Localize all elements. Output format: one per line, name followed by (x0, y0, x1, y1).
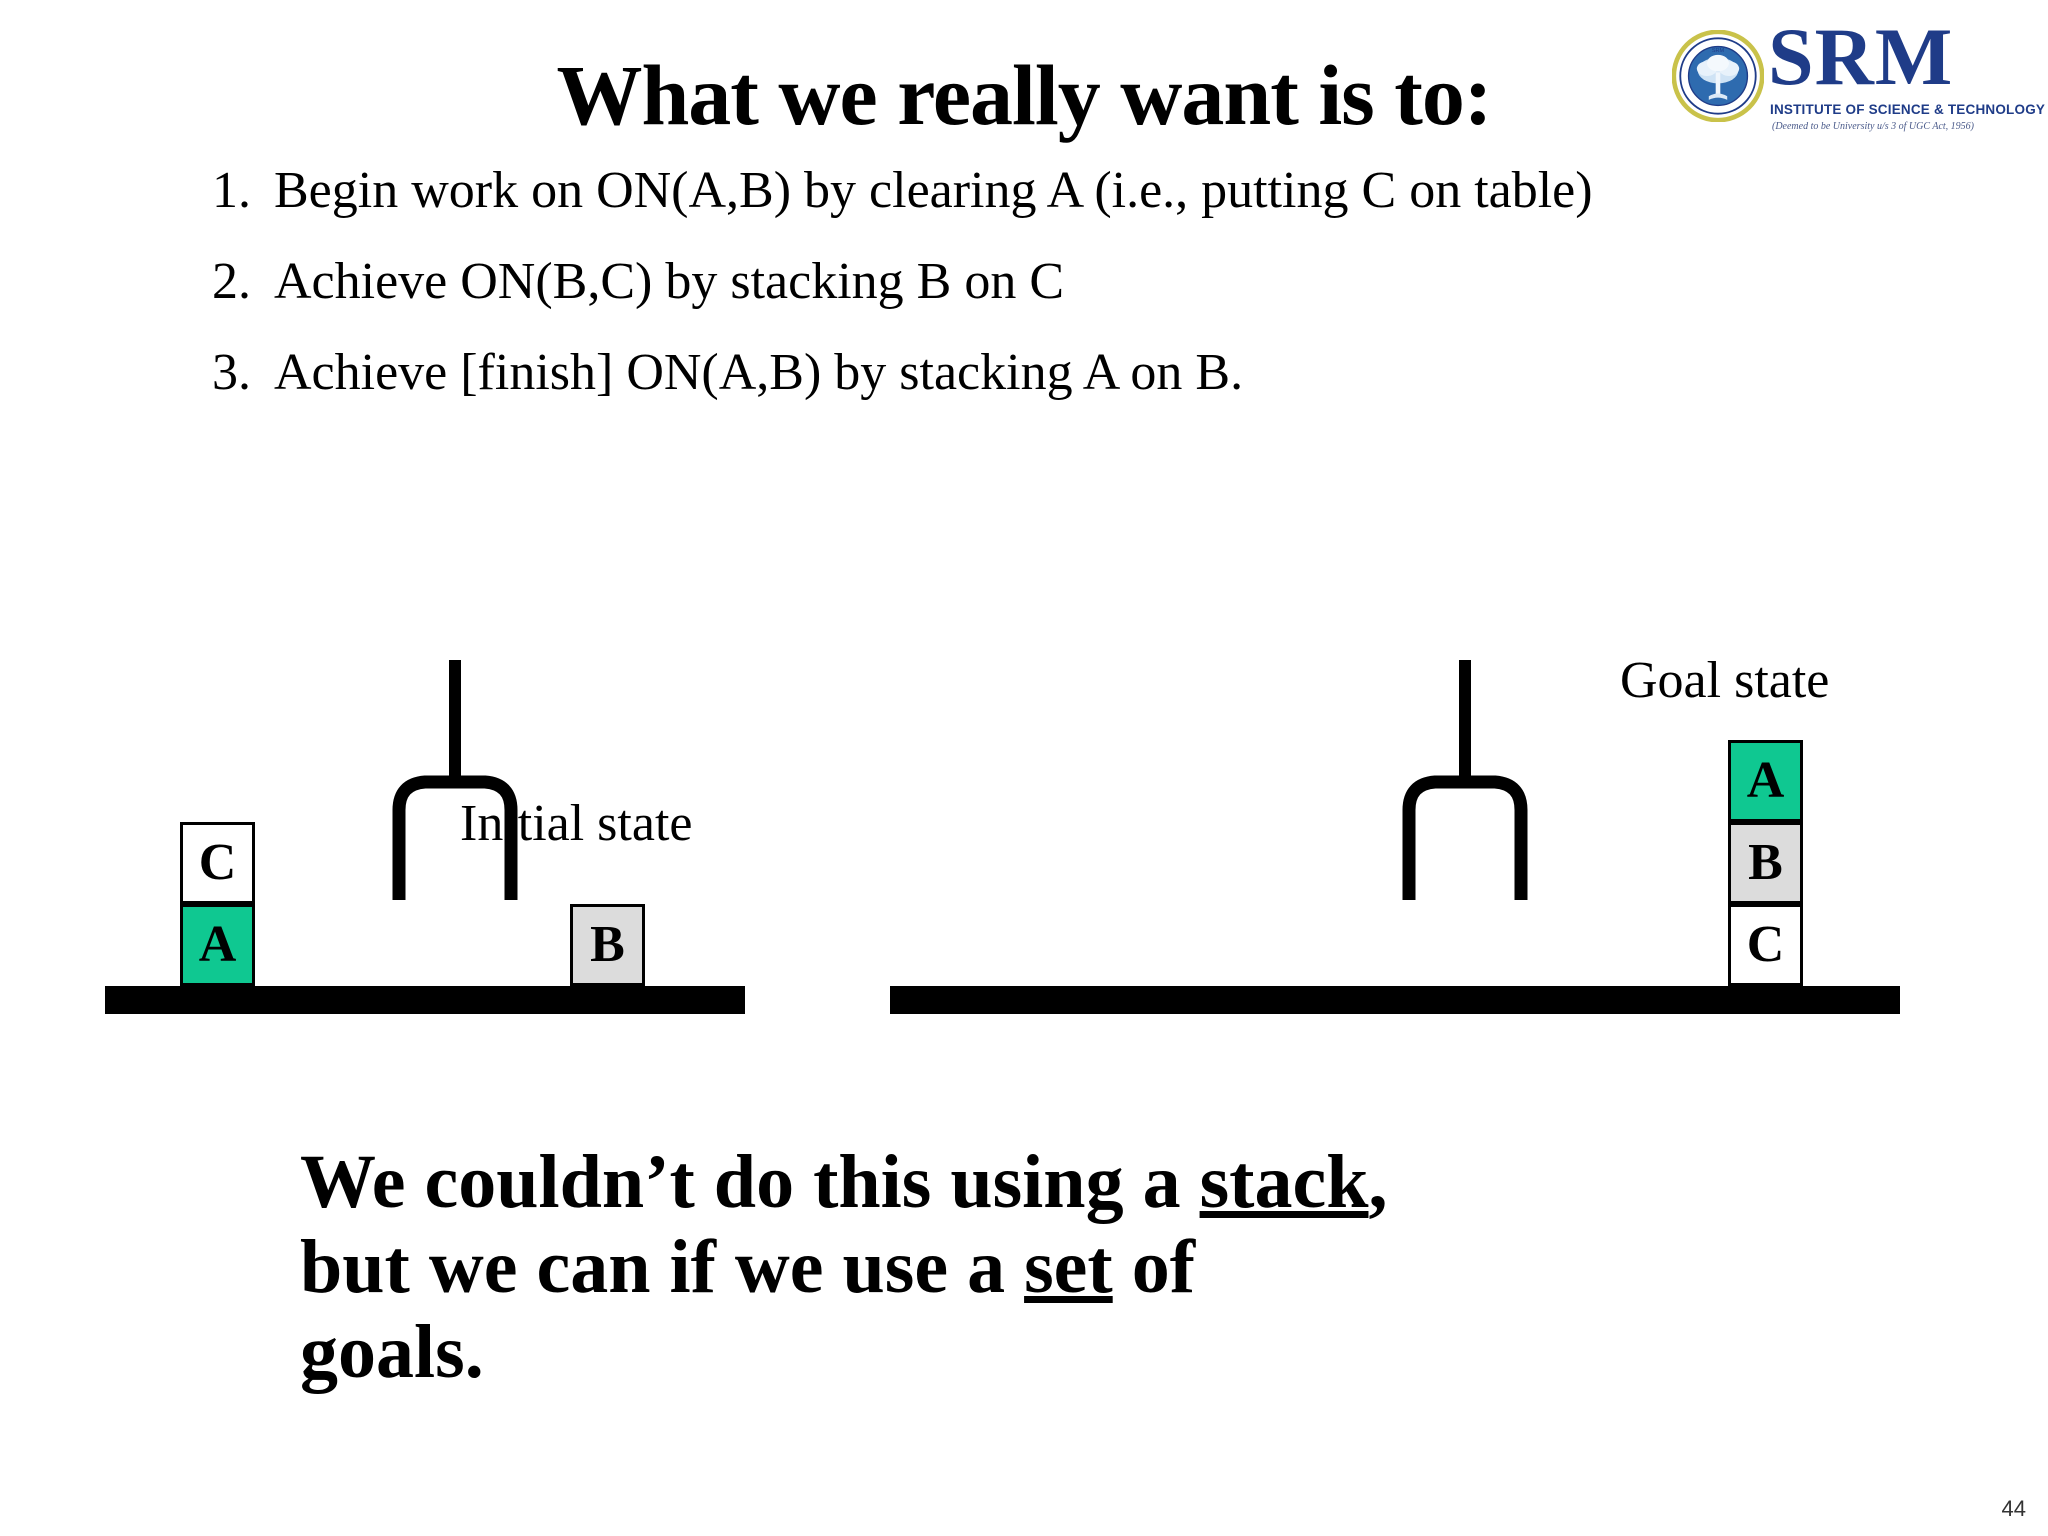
list-item: 1. Begin work on ON(A,B) by clearing A (… (212, 162, 1772, 221)
srm-wordmark: SRM INSTITUTE OF SCIENCE & TECHNOLOGY (D… (1768, 16, 2045, 134)
conclusion-line-1-prefix: We couldn’t do this using a (300, 1140, 1200, 1224)
srm-logo: SRM SRM INSTITUTE OF SCIENCE & TECHNOLOG… (1672, 16, 2045, 134)
block-b: B (1728, 822, 1803, 904)
table-surface (105, 986, 745, 1014)
list-item-number: 3. (212, 343, 251, 401)
list-item-text: Begin work on ON(A,B) by clearing A (i.e… (274, 162, 1593, 219)
svg-text:SRM: SRM (1712, 48, 1725, 54)
block-label: A (198, 916, 237, 973)
table-surface (890, 986, 1900, 1014)
conclusion-line-2-suffix: of (1112, 1225, 1196, 1310)
conclusion-line-1: We couldn’t do this using a stack, (300, 1140, 1800, 1225)
conclusion-line-2: but we can if we use a set of (300, 1225, 1800, 1310)
list-item: 2. Achieve ON(B,C) by stacking B on C (212, 253, 1772, 312)
page-title: What we really want is to: (556, 47, 1492, 143)
list-item-number: 1. (212, 162, 251, 219)
logo-subtitle: INSTITUTE OF SCIENCE & TECHNOLOGY (1770, 102, 2046, 117)
block-label: B (1748, 834, 1783, 891)
conclusion-line-2-prefix: but we can if we use a (300, 1225, 1025, 1310)
block-c: C (180, 822, 255, 904)
block-c: C (1728, 904, 1803, 986)
numbered-list: 1. Begin work on ON(A,B) by clearing A (… (212, 162, 1772, 428)
block-b: B (570, 904, 645, 986)
conclusion-emphasis-stack: stack (1199, 1140, 1369, 1224)
list-item: 3. Achieve [finish] ON(A,B) by stacking … (212, 344, 1772, 403)
block-a: A (1728, 740, 1803, 822)
block-a: A (180, 904, 255, 986)
list-item-text: Achieve ON(B,C) by stacking B on C (274, 252, 1065, 310)
block-label: B (590, 916, 625, 973)
conclusion-line-3: goals. (300, 1310, 484, 1395)
block-label: C (1746, 916, 1785, 973)
initial-state-label: Initial state (460, 795, 693, 852)
list-item-number: 2. (212, 252, 251, 310)
logo-fineprint: (Deemed to be University u/s 3 of UGC Ac… (1772, 121, 1974, 132)
goal-state-diagram: A B C Goal state (890, 655, 2030, 1060)
block-label: A (1746, 752, 1785, 809)
logo-srm-text: SRM (1768, 11, 1954, 102)
page-number: 44 (2001, 1496, 2026, 1521)
conclusion-emphasis-set: set (1024, 1225, 1113, 1310)
conclusion-text: We couldn’t do this using a stack, but w… (300, 1140, 1800, 1395)
initial-state-diagram: C A B Initial state (105, 660, 960, 1060)
conclusion-line-1-suffix: , (1368, 1140, 1388, 1224)
robot-gripper-icon (392, 660, 518, 900)
goal-state-label: Goal state (1620, 652, 1830, 709)
robot-gripper-icon (1402, 660, 1528, 900)
list-item-text: Achieve [finish] ON(A,B) by stacking A o… (274, 343, 1244, 401)
srm-circular-emblem: SRM (1672, 30, 1764, 122)
block-label: C (198, 834, 237, 891)
